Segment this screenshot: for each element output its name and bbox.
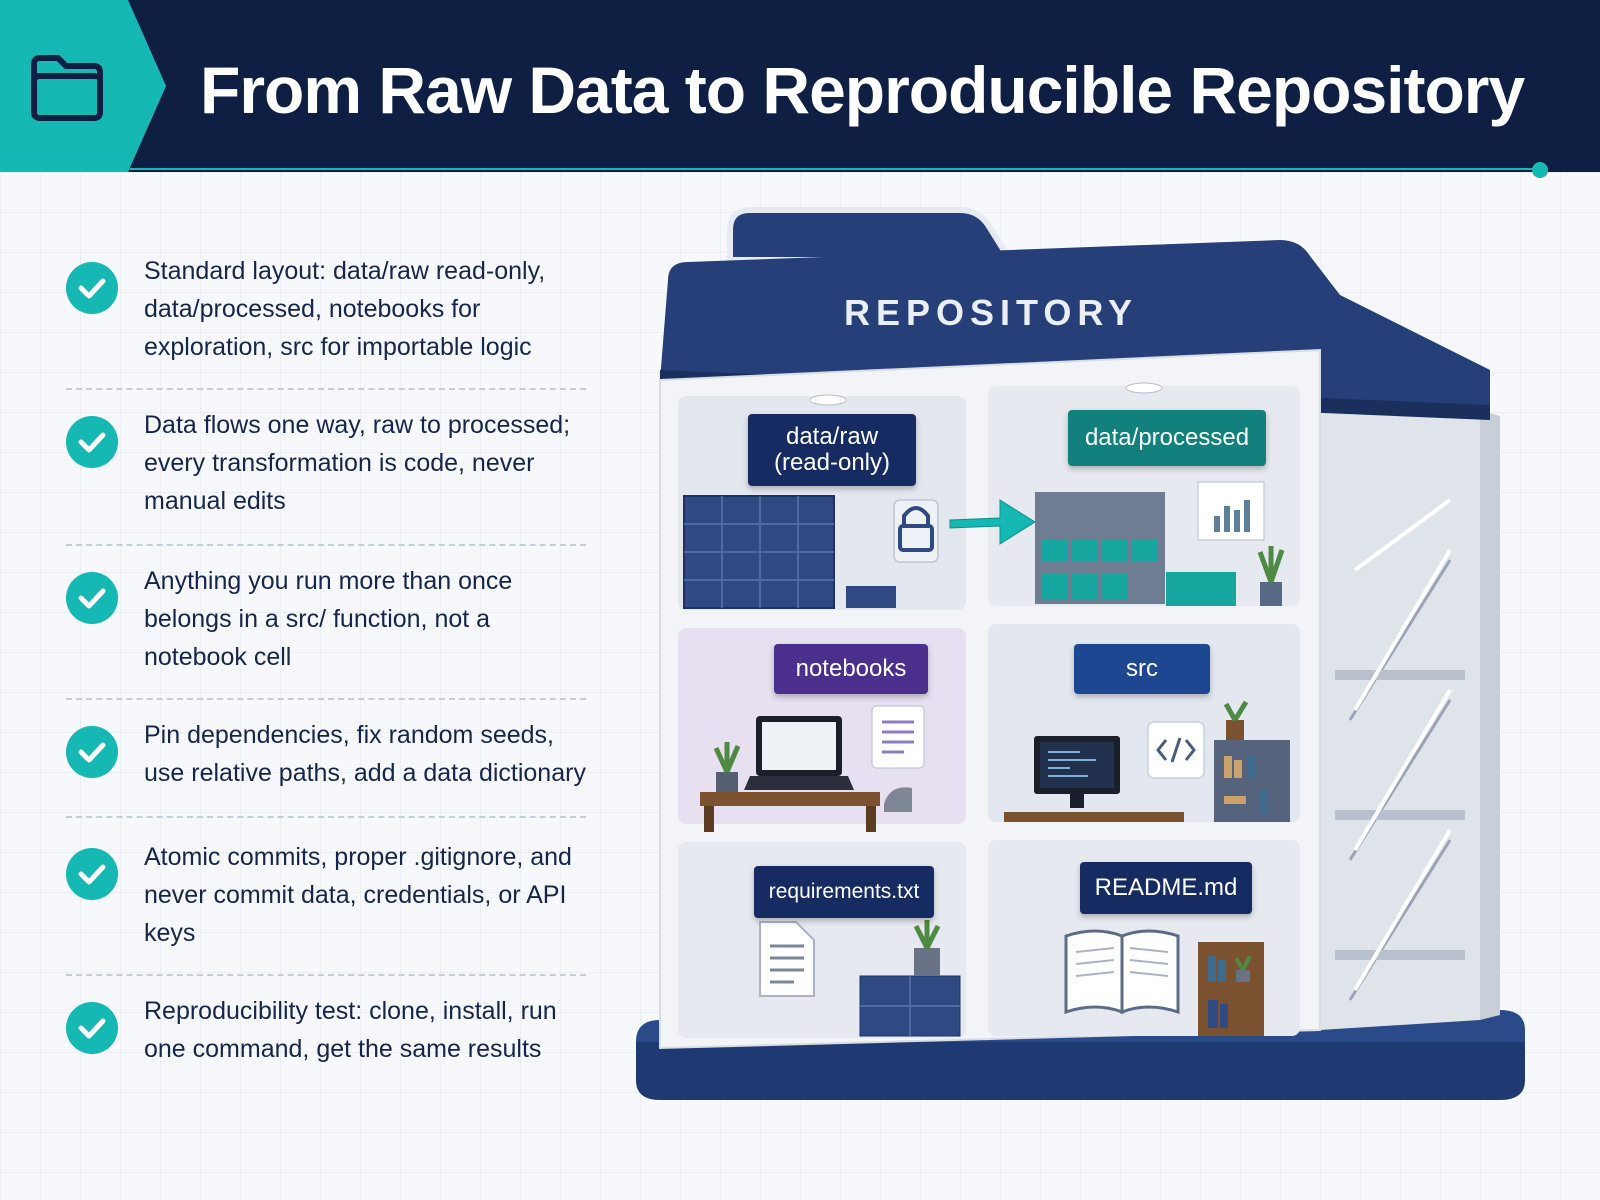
checkmark-icon xyxy=(66,262,118,314)
checkmark-icon xyxy=(66,1002,118,1054)
checklist-item: Standard layout: data/raw read-only, dat… xyxy=(66,252,596,366)
checkmark-icon xyxy=(66,848,118,900)
divider xyxy=(66,816,586,818)
header-accent xyxy=(0,0,166,172)
room-label-data-raw: data/raw (read-only) xyxy=(748,414,916,486)
checkmark-icon xyxy=(66,726,118,778)
checklist-text: Data flows one way, raw to processed; ev… xyxy=(144,411,571,515)
checklist-text: Anything you run more than once belongs … xyxy=(144,567,513,671)
room-label-line: data/raw xyxy=(785,423,879,450)
checklist-item: Atomic commits, proper .gitignore, and n… xyxy=(66,838,596,952)
room-label-notebooks: notebooks xyxy=(774,644,928,694)
room-label-readme: README.md xyxy=(1080,862,1252,914)
checklist-item: Reproducibility test: clone, install, ru… xyxy=(66,992,596,1068)
room-label-data-processed: data/processed xyxy=(1068,410,1266,466)
divider xyxy=(66,388,586,390)
checklist-text: Atomic commits, proper .gitignore, and n… xyxy=(144,843,572,947)
checklist-text: Pin dependencies, fix random seeds, use … xyxy=(144,721,586,787)
divider xyxy=(66,974,586,976)
checkmark-icon xyxy=(66,572,118,624)
header-underline xyxy=(130,168,1540,170)
checklist-item: Data flows one way, raw to processed; ev… xyxy=(66,406,596,520)
folder-icon xyxy=(31,55,103,121)
header-bar: From Raw Data to Reproducible Repository xyxy=(0,0,1600,178)
room-label-line: (read-only) xyxy=(773,449,891,476)
checklist-text: Standard layout: data/raw read-only, dat… xyxy=(144,257,546,361)
room-label-requirements: requirements.txt xyxy=(754,866,934,918)
checklist-item: Pin dependencies, fix random seeds, use … xyxy=(66,716,596,792)
roof-label: REPOSITORY xyxy=(844,292,1139,333)
checklist-text: Reproducibility test: clone, install, ru… xyxy=(144,997,557,1063)
repository-building: REPOSITORY data/raw (read-only) data/pro… xyxy=(620,200,1560,1130)
header-dot xyxy=(1532,162,1548,178)
checkmark-icon xyxy=(66,416,118,468)
page-title: From Raw Data to Reproducible Repository xyxy=(200,53,1525,127)
divider xyxy=(66,544,586,546)
divider xyxy=(66,698,586,700)
checklist-item: Anything you run more than once belongs … xyxy=(66,562,596,676)
room-label-src: src xyxy=(1074,644,1210,694)
